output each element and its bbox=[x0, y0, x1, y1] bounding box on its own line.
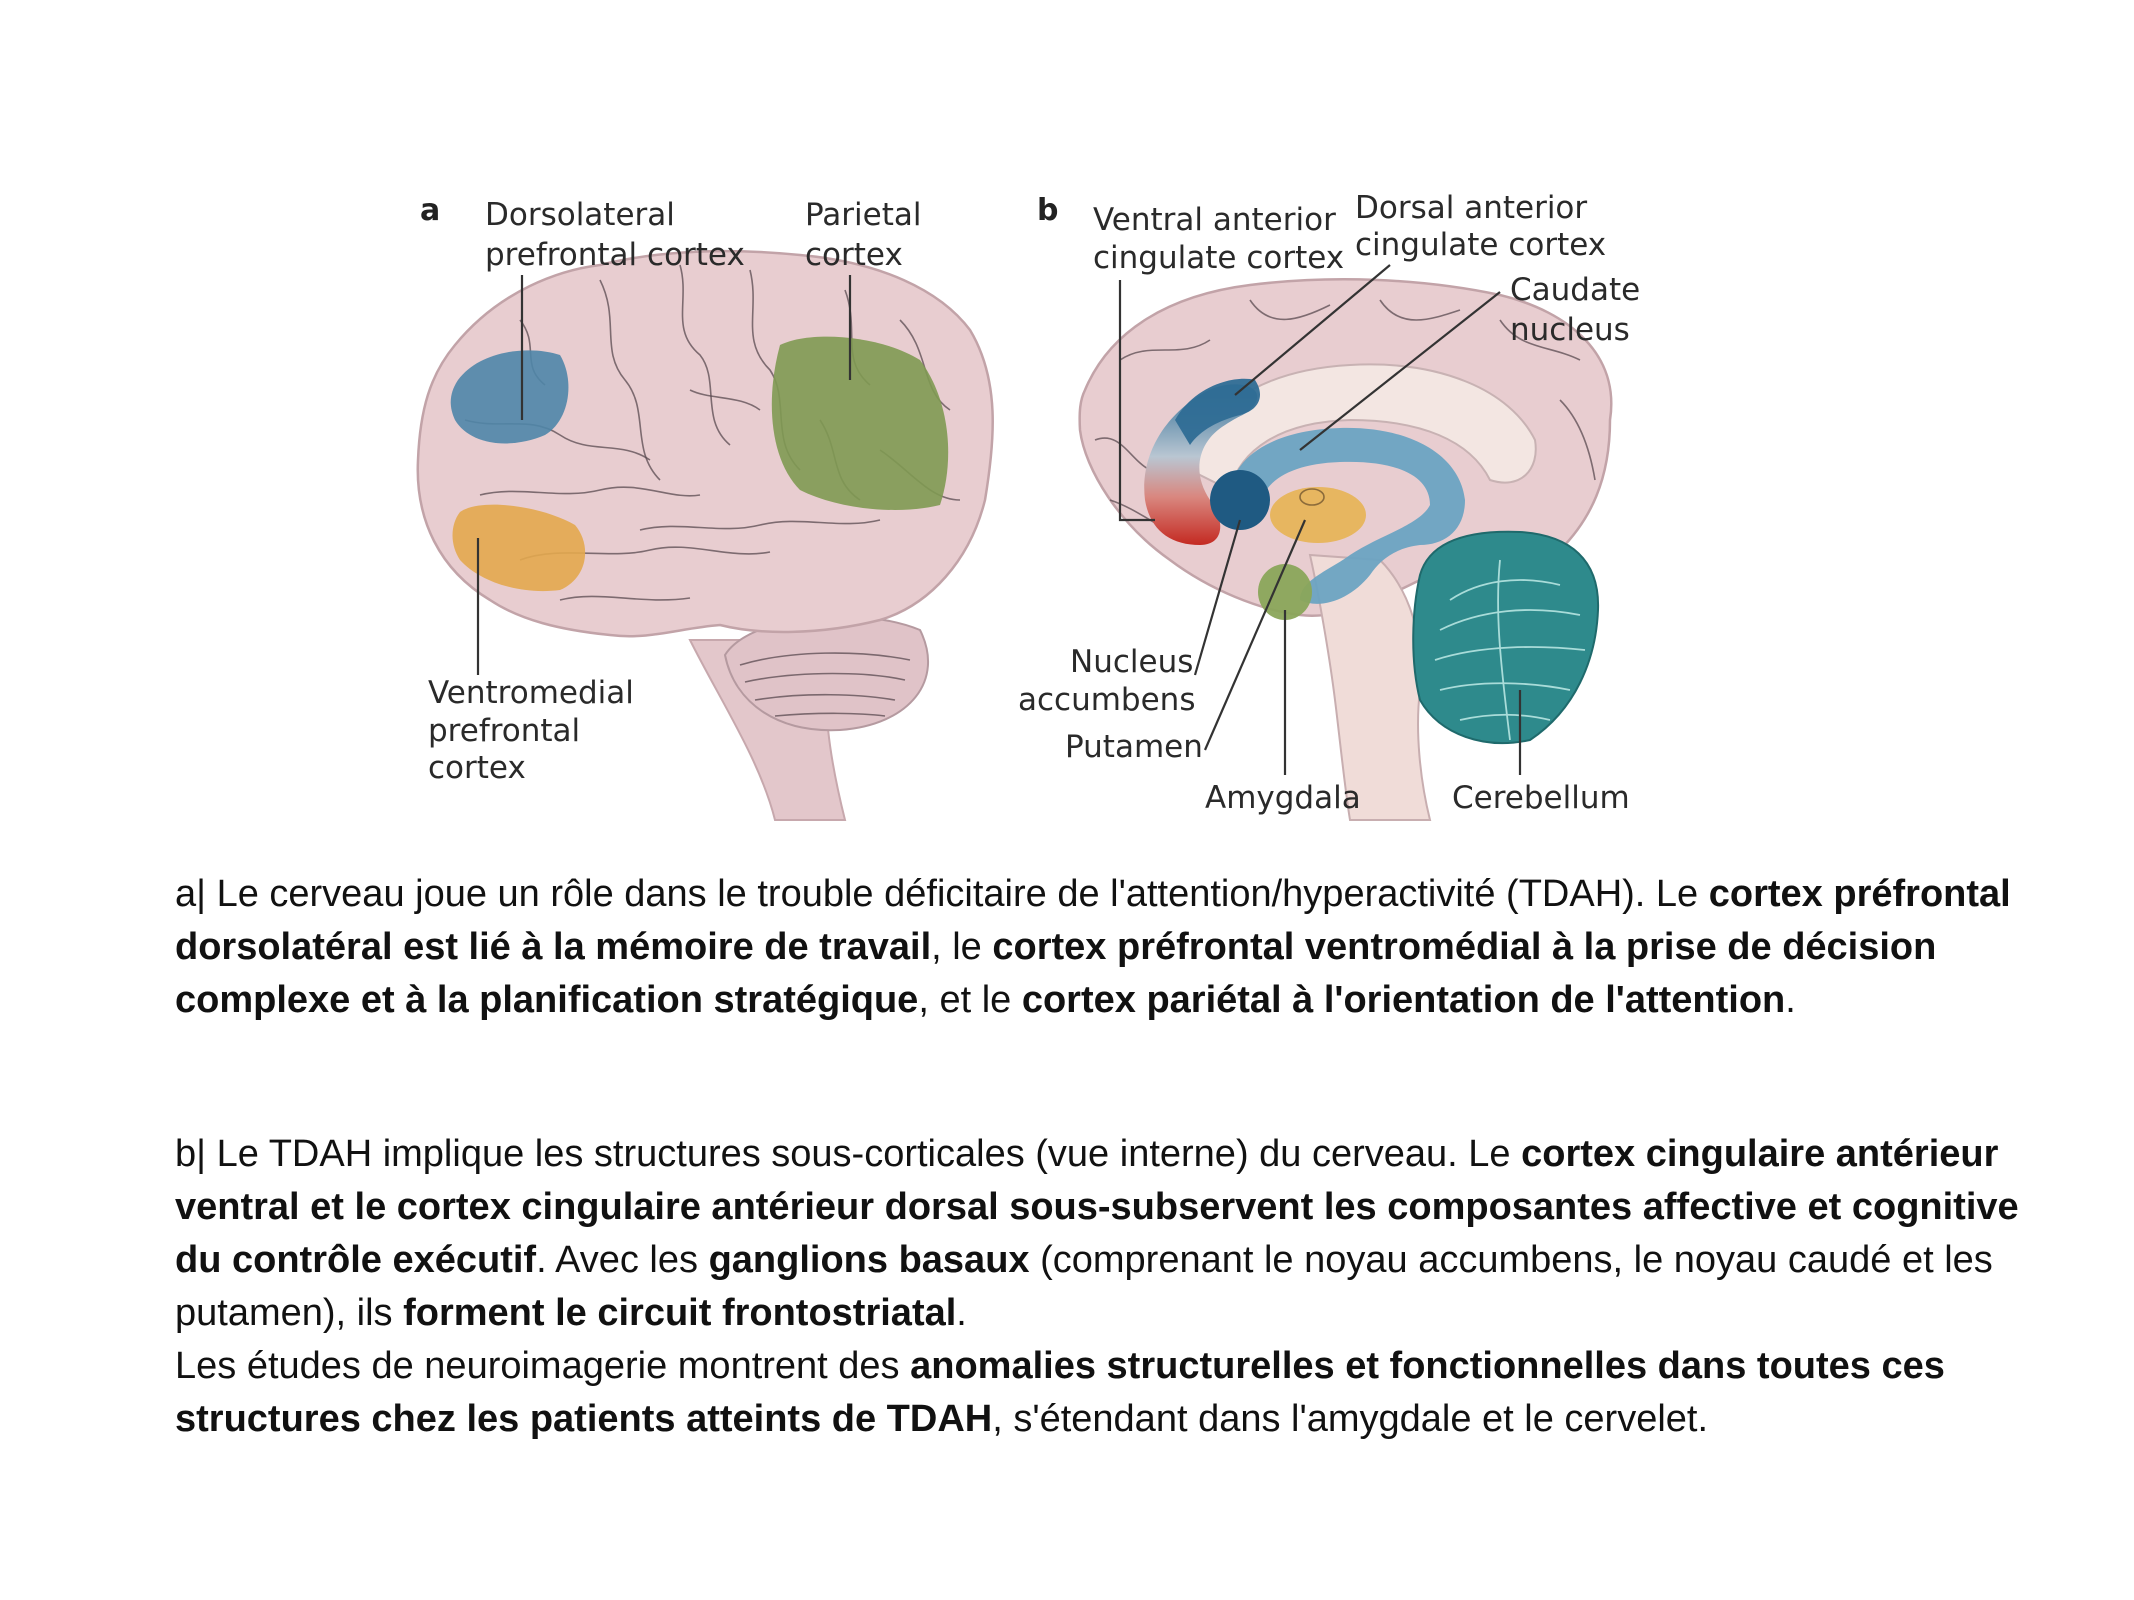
putamen-region bbox=[1270, 487, 1366, 543]
caption-b-bold-3: forment le circuit frontostriatal bbox=[403, 1292, 957, 1334]
caption-b-text-3: (comprenant le noyau accumbens, le noyau… bbox=[175, 1239, 1993, 1334]
leader-vacc bbox=[1118, 280, 1155, 522]
caption-a-text-3: , et le bbox=[918, 979, 1022, 1021]
dacc-region bbox=[1175, 378, 1260, 445]
cerebellum-arbor bbox=[1434, 559, 1586, 741]
label-vacc-line1: Ventral anterior bbox=[1093, 202, 1336, 238]
caption-a-text-1: a| Le cerveau joue un rôle dans le troub… bbox=[175, 873, 1709, 915]
caption-b-text-6: , s'étendant dans l'amygdale et le cerve… bbox=[992, 1398, 1709, 1440]
amygdala-region bbox=[1258, 564, 1312, 620]
accumbens-region bbox=[1210, 470, 1270, 530]
label-amygdala: Amygdala bbox=[1205, 780, 1361, 816]
panel-b: b bbox=[1018, 190, 1640, 821]
leader-putamen bbox=[1203, 519, 1307, 751]
vmpfc-region bbox=[452, 504, 586, 592]
label-accumbens-line2: accumbens bbox=[1018, 682, 1195, 718]
cerebellum-b bbox=[1412, 530, 1600, 744]
label-dacc-line2: cingulate cortex bbox=[1355, 227, 1606, 263]
putamen-detail bbox=[1299, 488, 1325, 506]
caption-a: a| Le cerveau joue un rôle dans le troub… bbox=[175, 868, 2025, 1027]
label-vacc-line2: cingulate cortex bbox=[1093, 240, 1344, 276]
panel-a-letter: a bbox=[420, 193, 440, 228]
caption-b-bold-2: ganglions basaux bbox=[708, 1239, 1030, 1281]
label-vmpfc-line3: cortex bbox=[428, 750, 526, 786]
panel-a: a D bbox=[416, 193, 994, 821]
parietal-region bbox=[771, 336, 949, 510]
caption-a-bold-3: cortex pariétal à l'orientation de l'att… bbox=[1021, 979, 1786, 1021]
caption-a-bold-1: cortex préfrontal dorsolatéral est lié à… bbox=[175, 873, 2011, 968]
label-vmpfc-line2: prefrontal bbox=[428, 713, 580, 749]
label-dlpfc-line2: prefrontal cortex bbox=[485, 237, 745, 273]
dlpfc-region bbox=[450, 350, 569, 444]
label-parietal-line2: cortex bbox=[805, 237, 903, 273]
caption-b-text-5: Les études de neuroimagerie montrent des bbox=[175, 1345, 911, 1387]
label-dlpfc-line1: Dorsolateral bbox=[485, 197, 675, 233]
label-caudate-line1: Caudate bbox=[1510, 272, 1640, 308]
label-parietal-line1: Parietal bbox=[805, 197, 922, 233]
brain-figure: a D bbox=[416, 190, 1640, 821]
caption-b: b| Le TDAH implique les structures sous-… bbox=[175, 1128, 2025, 1446]
caption-a-text-4: . bbox=[1785, 979, 1796, 1021]
leader-accumbens bbox=[1193, 519, 1242, 676]
caudate-region bbox=[1229, 427, 1465, 604]
leader-caudate bbox=[1299, 291, 1501, 451]
caption-a-text-2: , le bbox=[931, 926, 993, 968]
leader-dacc bbox=[1234, 264, 1391, 396]
label-accumbens-line1: Nucleus bbox=[1070, 644, 1193, 680]
caption-b-bold-1: cortex cingulaire antérieur ventral et l… bbox=[175, 1133, 2019, 1281]
label-putamen: Putamen bbox=[1065, 729, 1203, 765]
caption-b-text-2: . Avec les bbox=[536, 1239, 709, 1281]
label-cerebellum: Cerebellum bbox=[1452, 780, 1630, 816]
acc-region bbox=[1144, 384, 1258, 545]
caption-a-bold-2: cortex préfrontal ventromédial à la pris… bbox=[175, 926, 1937, 1021]
label-dacc-line1: Dorsal anterior bbox=[1355, 190, 1587, 226]
panel-b-letter: b bbox=[1037, 193, 1058, 228]
caption-b-bold-4: anomalies structurelles et fonctionnelle… bbox=[175, 1345, 1945, 1440]
label-vmpfc-line1: Ventromedial bbox=[428, 675, 634, 711]
corpus-callosum bbox=[1188, 363, 1537, 492]
caption-b-text-4: . bbox=[956, 1292, 967, 1334]
caption-b-text-1: b| Le TDAH implique les structures sous-… bbox=[175, 1133, 1522, 1175]
label-caudate-line2: nucleus bbox=[1510, 312, 1630, 348]
